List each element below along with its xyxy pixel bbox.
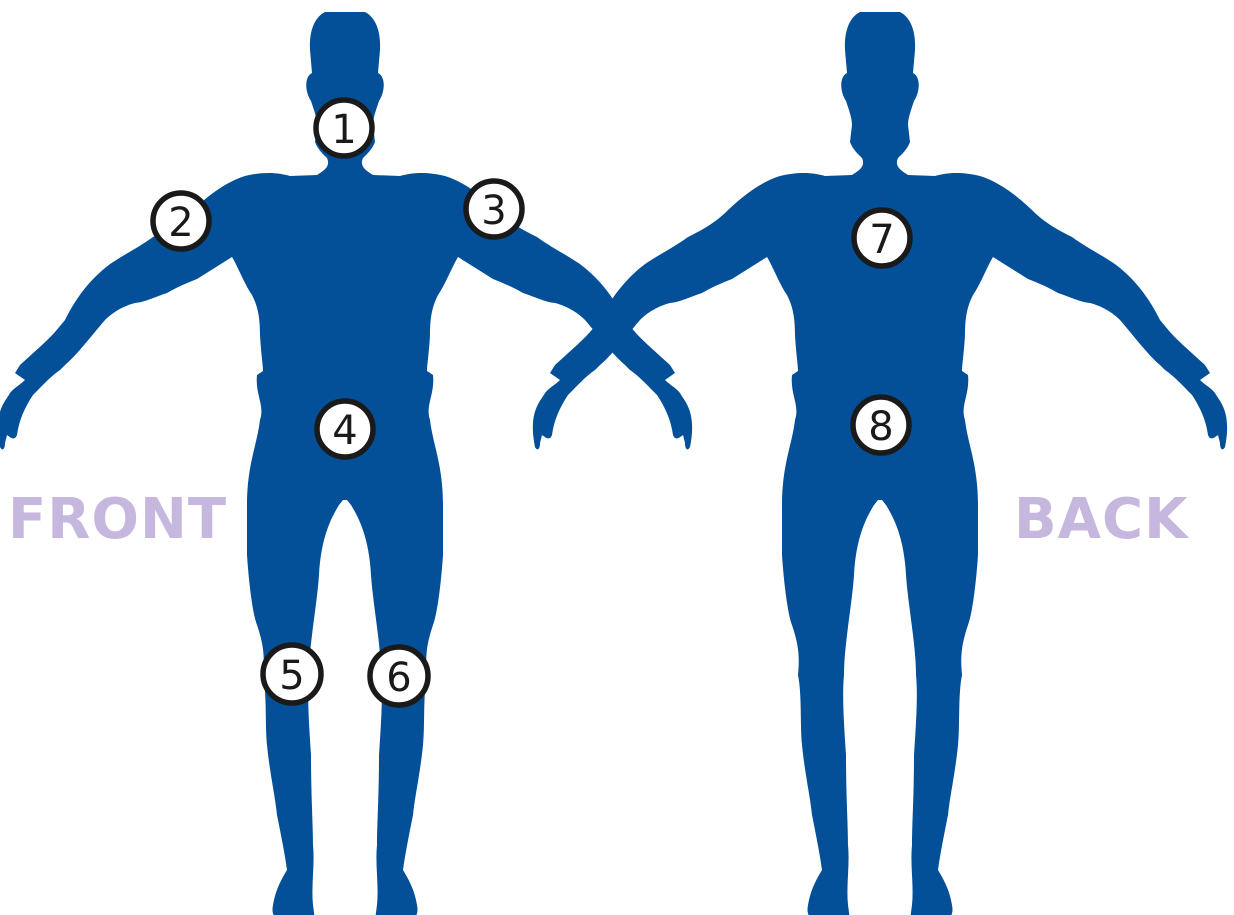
marker-3-label: 3 <box>481 188 506 234</box>
marker-8-label: 8 <box>868 404 893 450</box>
marker-4-label: 4 <box>332 408 357 454</box>
marker-7-label: 7 <box>869 217 894 263</box>
marker-2: 2 <box>153 193 209 249</box>
back-figure <box>533 12 1227 915</box>
marker-4: 4 <box>317 401 373 457</box>
marker-7: 7 <box>854 210 910 266</box>
marker-5: 5 <box>263 645 321 703</box>
front-view-label: FRONT <box>8 488 227 552</box>
marker-5-label: 5 <box>279 653 304 699</box>
marker-6-label: 6 <box>386 655 411 701</box>
marker-8: 8 <box>853 397 909 453</box>
marker-2-label: 2 <box>168 200 193 246</box>
marker-6: 6 <box>370 647 428 705</box>
marker-1: 1 <box>316 100 372 156</box>
back-view-label: BACK <box>1014 488 1189 552</box>
marker-3: 3 <box>466 181 522 237</box>
marker-1-label: 1 <box>331 107 356 153</box>
